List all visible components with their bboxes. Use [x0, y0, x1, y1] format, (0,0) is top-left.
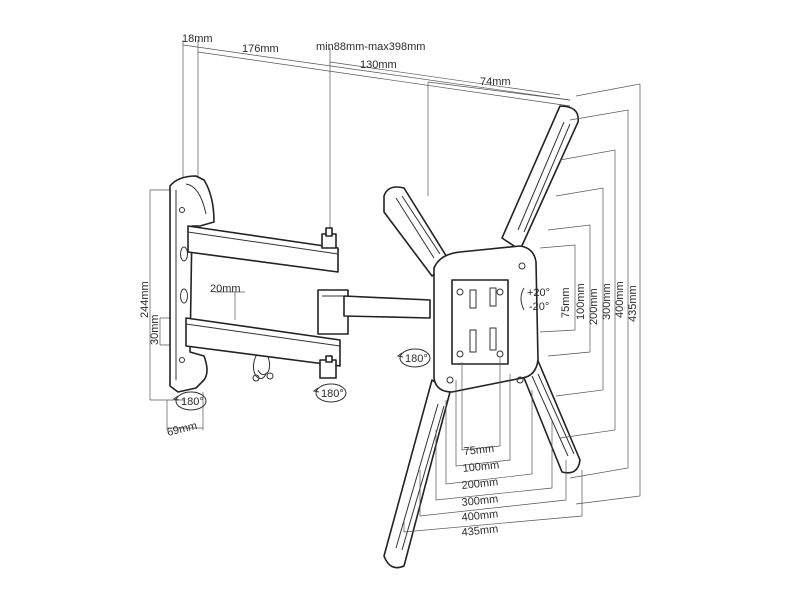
dim-74mm: 74mm — [480, 76, 511, 88]
h-dim-300mm: 300mm — [461, 493, 499, 509]
pivot-arm — [317, 289, 431, 379]
lower-arm — [185, 317, 341, 367]
h-dim-100mm: 100mm — [462, 459, 500, 475]
h-dim-400mm: 400mm — [461, 508, 499, 524]
upper-arm — [187, 225, 339, 273]
h-dim-435mm: 435mm — [461, 523, 499, 539]
dim-18mm: 18mm — [182, 33, 213, 45]
h-dim-75mm: 75mm — [463, 443, 495, 458]
dim-130mm: 130mm — [360, 59, 397, 71]
dim-20mm: 20mm — [210, 283, 241, 295]
cable-hooks — [252, 351, 274, 382]
dim-176mm: 176mm — [242, 43, 279, 55]
right-dimension-lines — [539, 83, 641, 505]
v-dim-435mm: 435mm — [627, 285, 639, 322]
top-dimension-lines — [182, 40, 571, 232]
rotation-label-head: 180° — [405, 353, 428, 365]
h-dim-200mm: 200mm — [461, 476, 499, 492]
v-dim-400mm: 400mm — [614, 281, 626, 318]
dim-30mm: 30mm — [149, 314, 161, 345]
tv-bracket — [383, 105, 581, 569]
rotation-label-wall: 180° — [181, 396, 204, 408]
bottom-dimension-lines — [403, 358, 583, 533]
v-dim-75mm: 75mm — [560, 287, 572, 318]
v-dim-100mm: 100mm — [575, 283, 587, 320]
v-dim-300mm: 300mm — [601, 283, 613, 320]
tilt-down-label: -20° — [529, 301, 549, 313]
v-dim-200mm: 200mm — [588, 288, 600, 325]
wall-plate — [169, 175, 215, 393]
tilt-indicator — [520, 287, 525, 311]
tilt-up-label: +20° — [527, 287, 550, 299]
dim-range: min88mm-max398mm — [316, 41, 425, 53]
dim-69mm: 69mm — [166, 420, 199, 439]
dim-244mm: 244mm — [139, 281, 151, 318]
rotation-label-arm: 180° — [321, 388, 344, 400]
rotation-indicators — [172, 348, 431, 411]
